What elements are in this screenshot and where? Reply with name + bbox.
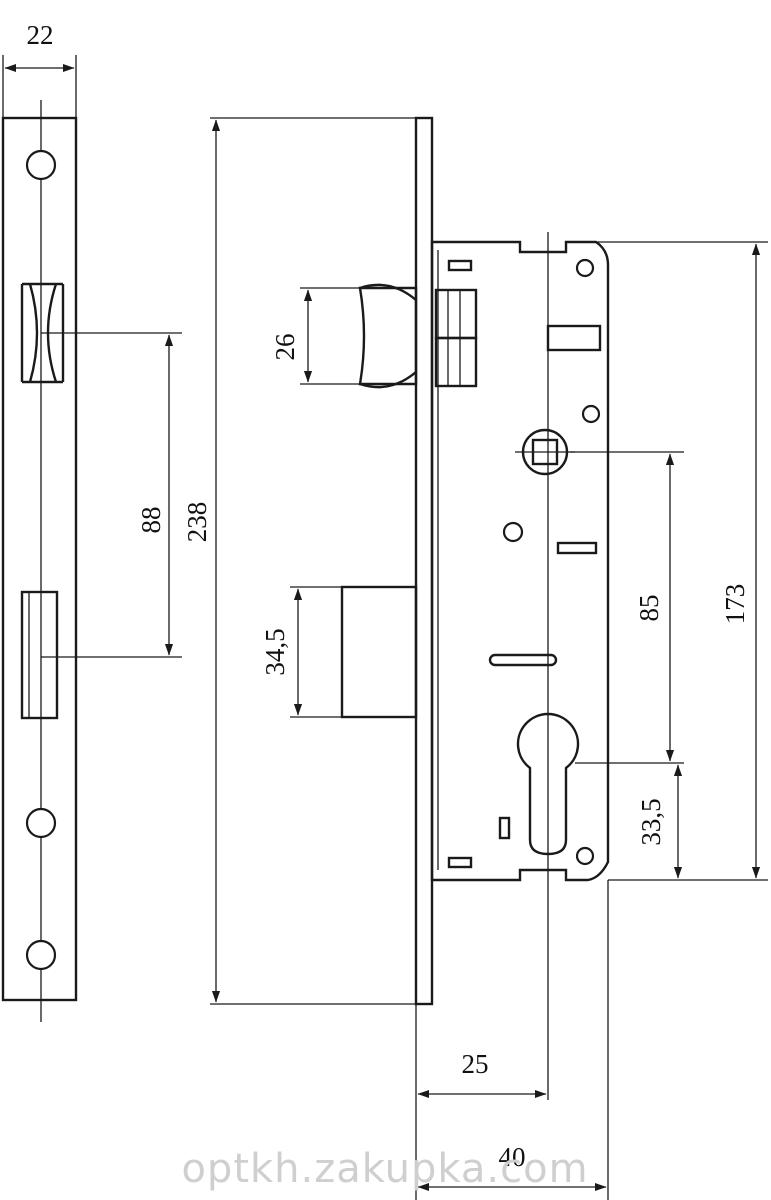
- dim-backset: 25: [417, 1049, 547, 1099]
- case-screw-right: [581, 404, 601, 424]
- dim-cylinder-bottom: 33,5: [636, 764, 683, 879]
- strike-plate-outline: [1, 116, 78, 1002]
- case-long-slot: [488, 653, 558, 667]
- case-small-slot: [498, 816, 511, 840]
- handle-spindle: [515, 428, 575, 476]
- strike-screw-hole-top: [25, 149, 57, 181]
- dim-handle-cylinder: 85: [570, 451, 684, 764]
- case-screw-top: [575, 258, 595, 278]
- cylinder-cutout: [516, 712, 580, 856]
- deadbolt: [290, 585, 418, 719]
- latch-bolt: [300, 283, 418, 389]
- lock-case: [430, 240, 610, 882]
- case-screw-bottom: [575, 846, 595, 866]
- latch-mechanism: [434, 288, 478, 388]
- dim-label-25: 25: [462, 1049, 489, 1079]
- strike-plate: [1, 100, 78, 1022]
- dim-deadbolt-height: 34,5: [260, 588, 303, 716]
- dim-hole-spacing: 88: [41, 332, 182, 658]
- case-hole-mid: [502, 521, 524, 543]
- dim-label-173: 173: [720, 584, 750, 625]
- bolt-opening: [20, 590, 59, 720]
- dim-label-26: 26: [270, 334, 300, 361]
- dim-label-238: 238: [182, 502, 212, 543]
- dim-latch-height: 26: [270, 289, 313, 383]
- case-slot-top: [447, 259, 473, 272]
- dim-strike-width: 22: [2, 20, 77, 118]
- dim-faceplate-length: 238: [182, 117, 416, 1005]
- dim-case-height: 173: [566, 241, 768, 881]
- faceplate: [414, 116, 434, 1006]
- dim-case-depth: 40: [417, 1142, 607, 1192]
- strike-screw-hole-middle: [25, 807, 57, 839]
- dim-label-22: 22: [27, 20, 54, 50]
- watermark-text: optkh.zakupka.com: [181, 1146, 588, 1192]
- dim-label-33-5: 33,5: [636, 798, 666, 845]
- dim-label-85: 85: [634, 595, 664, 622]
- dim-label-40: 40: [499, 1142, 526, 1172]
- case-lever-block: [546, 324, 602, 352]
- case-slot-mid: [556, 541, 598, 555]
- strike-screw-hole-bottom: [25, 939, 57, 971]
- dim-label-88: 88: [136, 507, 166, 534]
- case-slot-bottom: [447, 856, 473, 869]
- dim-label-34-5: 34,5: [260, 628, 290, 675]
